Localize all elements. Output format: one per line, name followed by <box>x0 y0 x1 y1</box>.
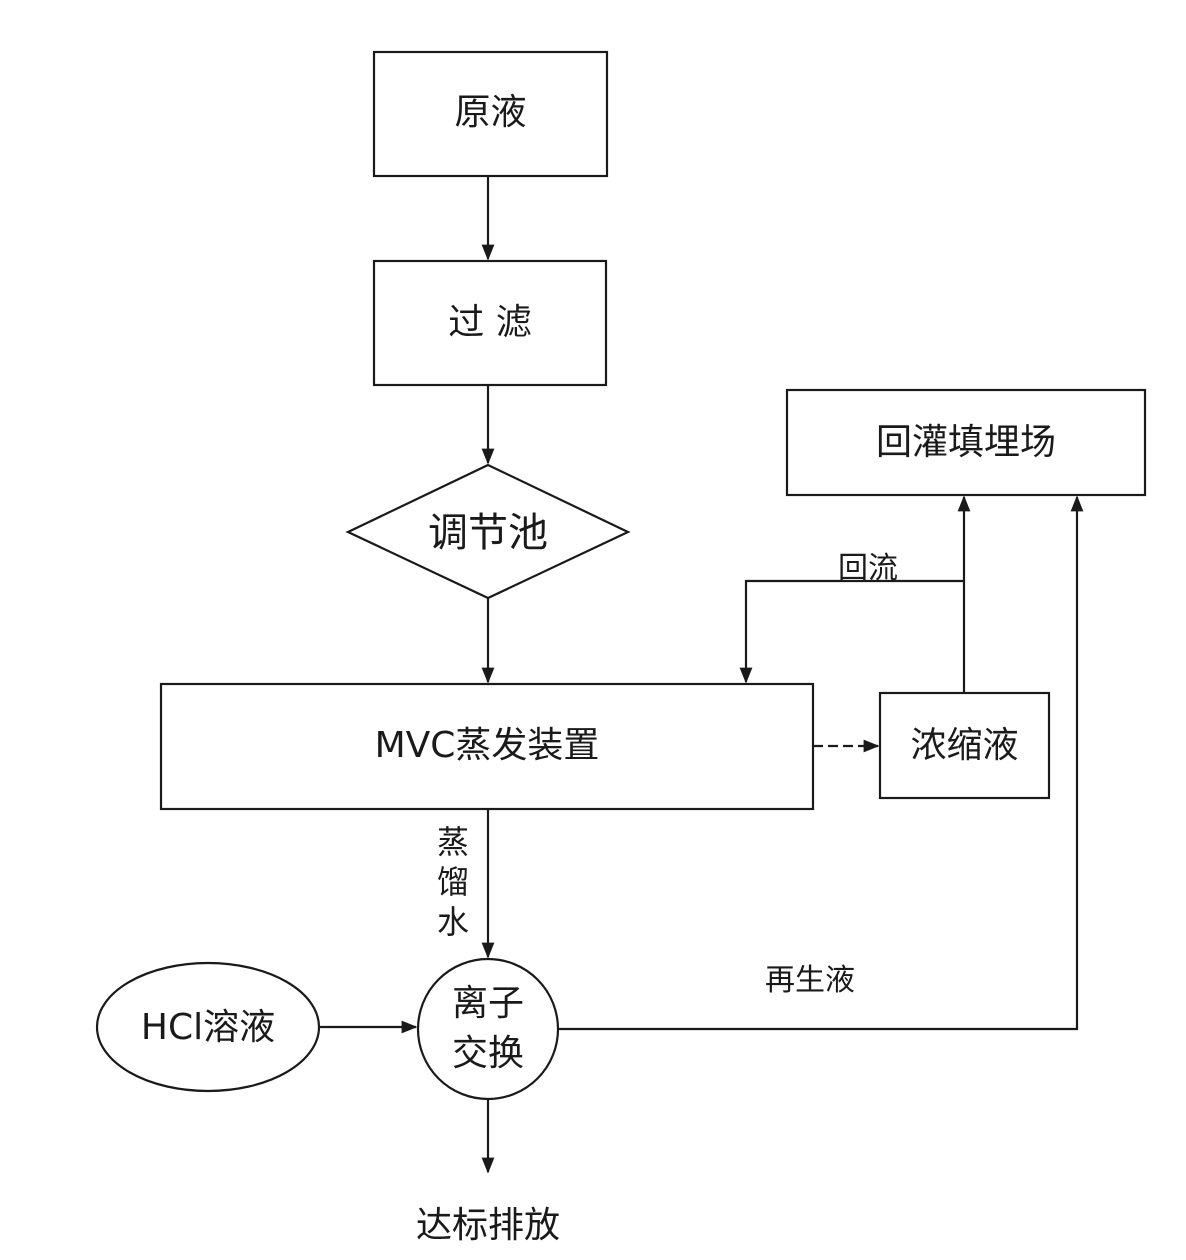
edge-reflux <box>739 579 964 684</box>
ion-exchange-circle <box>416 957 560 1101</box>
hcl-solution-label: HCl溶液 <box>140 1007 276 1048</box>
regeneration-liquid-label: 再生液 <box>765 963 855 998</box>
reflux-label: 回流 <box>838 551 898 586</box>
landfill-recharge-box <box>785 388 1147 497</box>
filtration-box <box>372 259 608 387</box>
raw-liquid-label: 原液 <box>454 92 527 133</box>
raw-liquid-box <box>372 50 609 178</box>
edge-regeneration-to-landfill <box>558 495 1084 1031</box>
landfill-recharge-label: 回灌填埋场 <box>875 422 1056 463</box>
ion-exchange-label-line1: 离子 <box>451 983 524 1024</box>
regulating-tank-label: 调节池 <box>428 510 548 556</box>
compliant-discharge-label: 达标排放 <box>415 1205 560 1246</box>
ion-exchange-label-line2: 交换 <box>451 1033 524 1074</box>
filtration-label: 过 滤 <box>448 302 532 343</box>
concentrate-label: 浓缩液 <box>910 725 1019 766</box>
distilled-water-label: 蒸馏水 <box>436 823 469 941</box>
mvc-evaporator-label: MVC蒸发装置 <box>374 725 600 766</box>
